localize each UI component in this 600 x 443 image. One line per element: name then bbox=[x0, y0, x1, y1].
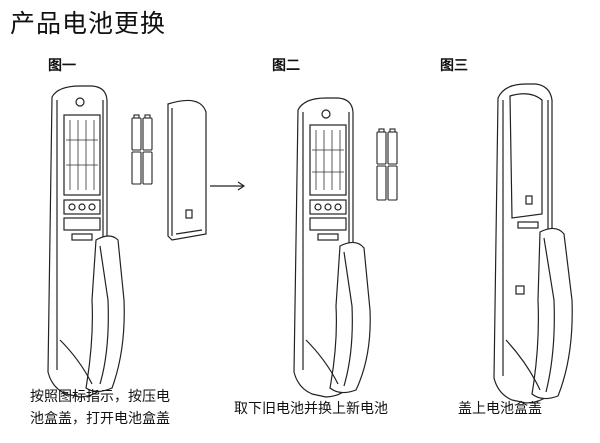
fig2-batteries bbox=[376, 128, 398, 201]
figure-2-caption: 取下旧电池并换上新电池 bbox=[234, 401, 388, 417]
figure-1-caption-line2: 池盒盖，打开电池盒盖 bbox=[30, 411, 170, 427]
fig1-batteries bbox=[131, 114, 153, 185]
fig1-lock-body bbox=[47, 85, 125, 398]
figure-1-caption: 按照图标指示，按压电 池盒盖，打开电池盒盖 bbox=[30, 386, 170, 430]
page-title: 产品电池更换 bbox=[10, 9, 167, 38]
fig3-lock-body bbox=[493, 83, 573, 404]
figure-1-caption-line1: 按照图标指示，按压电 bbox=[30, 389, 170, 405]
fig1-battery-cover bbox=[167, 99, 207, 241]
figure-3-label: 图三 bbox=[440, 58, 468, 74]
figure-3-caption: 盖上电池盒盖 bbox=[458, 401, 542, 417]
figure-2-label: 图二 bbox=[272, 58, 300, 74]
figure-1-label: 图一 bbox=[48, 58, 76, 74]
direction-arrow bbox=[210, 181, 246, 191]
fig2-lock-body bbox=[293, 97, 371, 398]
